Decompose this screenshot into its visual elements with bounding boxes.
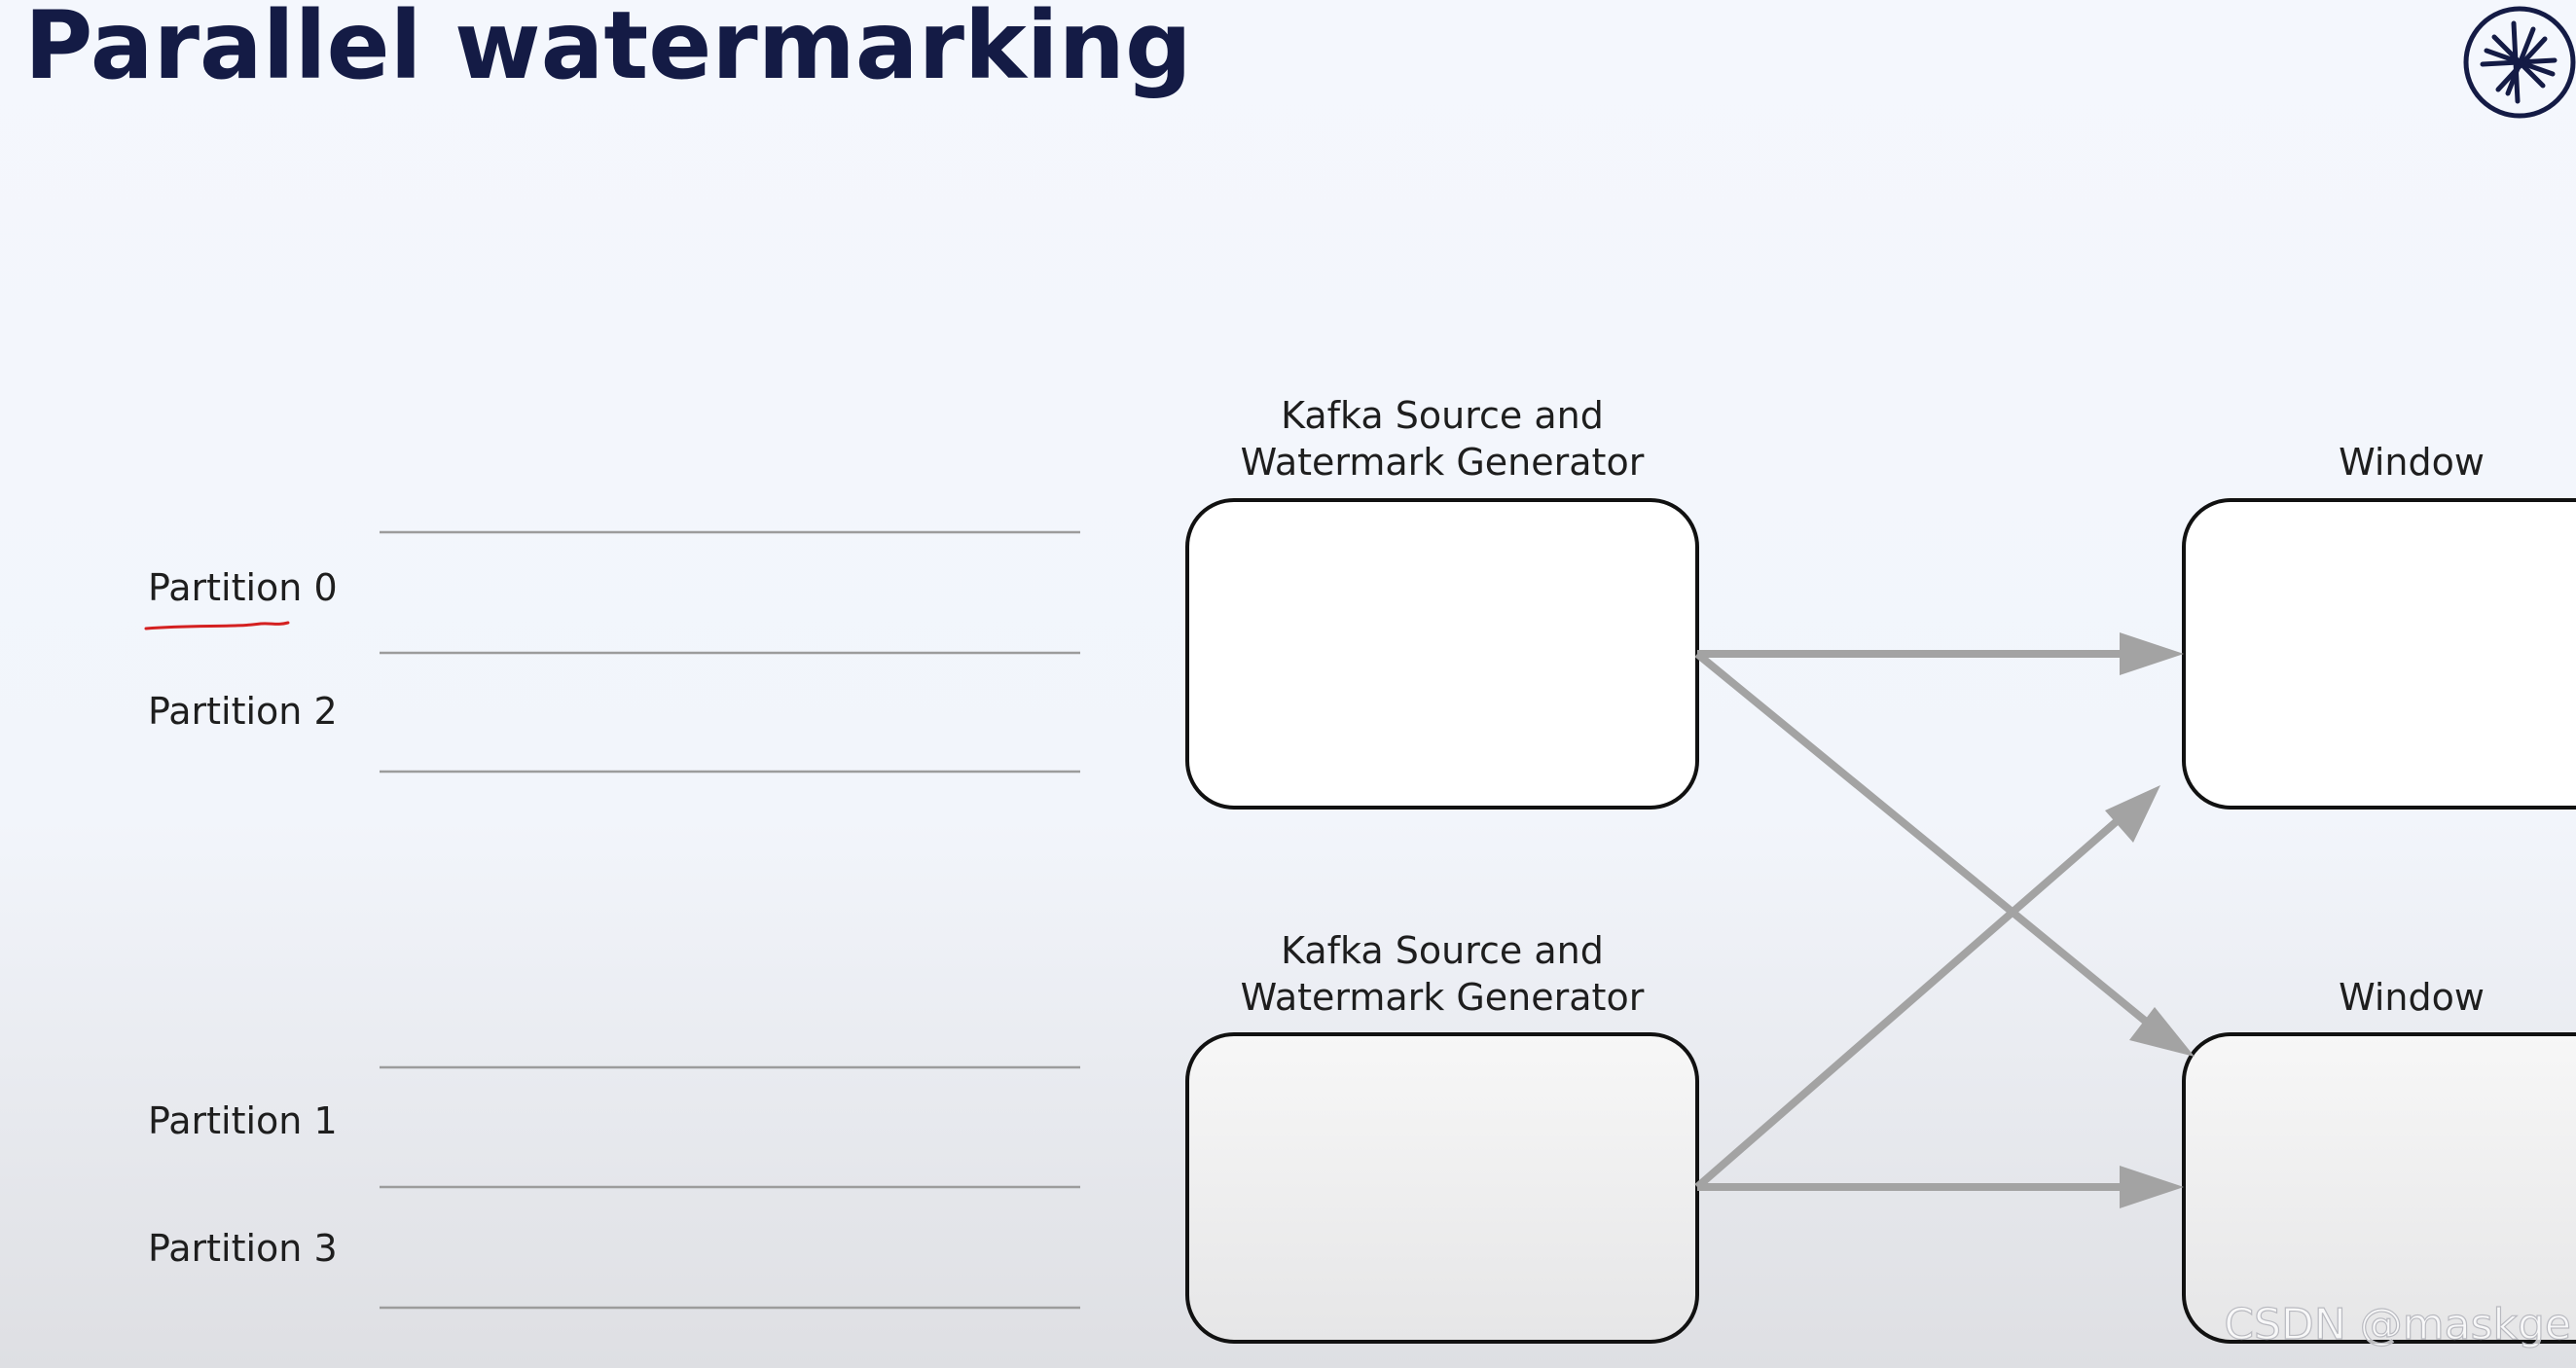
window-label: Window — [2339, 976, 2485, 1019]
arrowhead — [2120, 632, 2184, 675]
source-label-line2: Watermark Generator — [1241, 441, 1645, 484]
source-box-1 — [1185, 1032, 1699, 1344]
arrowhead — [2105, 785, 2160, 843]
sparkle-logo-icon — [2463, 6, 2576, 119]
window-box-0 — [2182, 498, 2576, 810]
connection-arrow — [1694, 818, 2119, 1191]
partition-label-0: Partition 0 — [148, 566, 338, 609]
annotation-underline — [144, 621, 290, 630]
arrowhead — [2129, 1007, 2195, 1057]
partition-label-3: Partition 3 — [148, 1227, 338, 1270]
window-box-1 — [2182, 1032, 2576, 1344]
page-title: Parallel watermarking — [24, 0, 1192, 100]
connection-arrows — [1694, 632, 2195, 1208]
window-label: Window — [2339, 441, 2485, 484]
partition-lines — [380, 530, 1080, 1310]
source-box-0 — [1185, 498, 1699, 810]
source-label-line2: Watermark Generator — [1241, 976, 1645, 1019]
watermark-text: CSDN @maskge — [2224, 1300, 2571, 1350]
source-label-line1: Kafka Source and — [1281, 929, 1604, 972]
partition-label-2: Partition 2 — [148, 690, 338, 733]
arrowhead — [2120, 1166, 2184, 1208]
source-label-line1: Kafka Source and — [1281, 394, 1604, 437]
connection-arrow — [1694, 650, 2148, 1025]
partition-label-1: Partition 1 — [148, 1099, 338, 1142]
